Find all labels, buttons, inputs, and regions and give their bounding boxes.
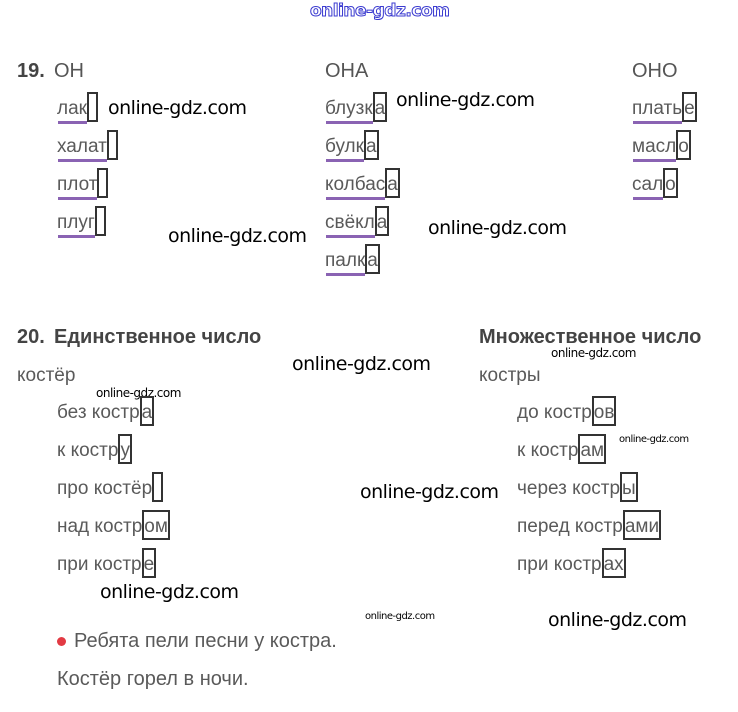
word-ending-box: а — [374, 206, 390, 236]
word-ending-box: ом — [142, 510, 170, 540]
watermark: online-gdz.com — [396, 89, 535, 111]
word-item: плуг — [57, 206, 106, 239]
word-ending-box: а — [363, 130, 379, 160]
word-ending-box: ов — [591, 396, 617, 426]
word-stem: колбас — [325, 172, 386, 201]
column-header-ona: ОНА — [325, 60, 369, 82]
watermark: online-gdz.com — [365, 611, 435, 622]
word-stem: плот — [57, 172, 98, 201]
watermark: online-gdz.com — [551, 346, 636, 360]
word-stem: к костр — [517, 440, 579, 462]
word-stem: над костр — [57, 516, 143, 538]
word-item: халат — [57, 130, 118, 163]
word-stem: плать — [632, 96, 683, 125]
word-ending-box: ах — [601, 548, 626, 578]
word-ending-box: ам — [578, 434, 607, 464]
watermark: online-gdz.com — [619, 434, 689, 445]
word-item: про костёр — [57, 472, 164, 502]
word-stem: перед костр — [517, 516, 623, 538]
word-stem: без костр — [57, 402, 140, 424]
word-stem: до костр — [517, 402, 592, 424]
word-ending-box: о — [663, 168, 678, 198]
word-ending-box — [97, 168, 109, 198]
watermark: online-gdz.com — [96, 386, 181, 400]
watermark: online-gdz.com — [100, 581, 239, 603]
word-ending-box: ами — [622, 510, 662, 540]
bullet-icon — [57, 637, 66, 647]
word-stem: при костр — [57, 554, 142, 576]
word-ending-box: у — [118, 434, 132, 464]
word-ending-box — [94, 206, 106, 236]
exercise-19-number: 19. — [17, 60, 45, 82]
word-ending-box: а — [365, 244, 380, 274]
word-stem: про костёр — [57, 478, 153, 500]
sentence-2: Костёр горел в ночи. — [57, 668, 249, 690]
word-ending-box: о — [676, 130, 691, 160]
word-item: лак — [57, 92, 98, 125]
watermark: online-gdz.com — [292, 353, 431, 375]
word-stem: палк — [325, 248, 366, 277]
word-stem: плуг — [57, 210, 95, 239]
sentence-1: Ребята пели песни у костра. — [57, 630, 337, 653]
column-header-on: ОН — [54, 60, 84, 82]
watermark: online-gdz.com — [428, 217, 567, 239]
word-ending-box: а — [385, 168, 400, 198]
watermark: online-gdz.com — [360, 481, 499, 503]
word-ending-box: а — [139, 396, 155, 426]
word-ending-box — [152, 472, 164, 502]
word-ending-box: а — [372, 92, 388, 122]
base-word-plural: костры — [479, 365, 541, 386]
watermark: online-gdz.com — [309, 1, 450, 22]
watermark: online-gdz.com — [168, 225, 307, 247]
watermark: online-gdz.com — [108, 97, 247, 119]
word-stem: халат — [57, 134, 107, 163]
word-stem: сал — [632, 172, 664, 201]
base-word-singular: костёр — [17, 365, 76, 386]
word-ending-box: ы — [620, 472, 638, 502]
word-stem: блузк — [325, 96, 373, 125]
word-item: плот — [57, 168, 109, 201]
word-stem: при костр — [517, 554, 602, 576]
word-ending-box — [106, 130, 118, 160]
word-ending-box: е — [141, 548, 157, 578]
word-stem: булк — [325, 134, 364, 163]
word-stem: масл — [632, 134, 677, 163]
column-header-ono: ОНО — [632, 60, 678, 82]
word-stem: свёкл — [325, 210, 375, 239]
exercise-20-number: 20. — [17, 326, 45, 348]
column-header-singular: Единственное число — [54, 326, 262, 348]
word-stem: к костр — [57, 440, 119, 462]
column-header-plural: Множественное число — [479, 326, 702, 348]
word-ending-box — [86, 92, 98, 122]
word-ending-box: е — [682, 92, 697, 122]
word-stem: через костр — [517, 478, 621, 500]
watermark: online-gdz.com — [548, 609, 687, 631]
sentence-text: Ребята пели песни у костра. — [74, 630, 337, 652]
word-stem: лак — [57, 96, 87, 125]
